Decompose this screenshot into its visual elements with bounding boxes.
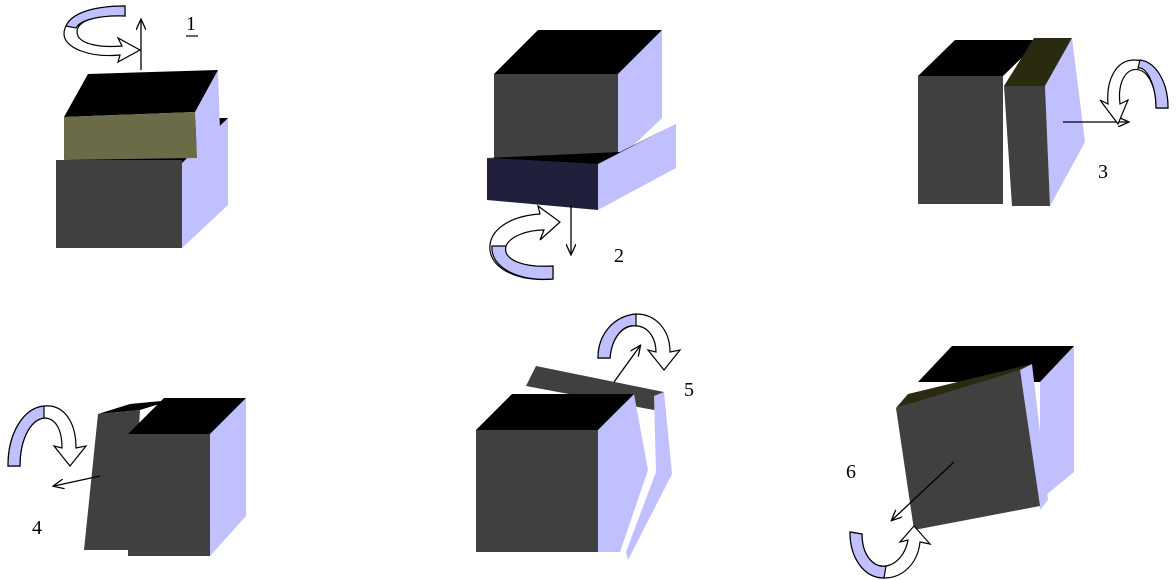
fig6-back-block-side — [1040, 346, 1074, 500]
fig4-block-side — [210, 398, 246, 556]
fig6-back-block-top — [918, 346, 1074, 382]
fig1-plate-front — [64, 112, 197, 160]
figure-label-1: 1 — [186, 13, 196, 35]
fig3-plate-front — [1004, 86, 1050, 206]
fig1-plate-side — [195, 70, 220, 160]
fig2-plate-side — [598, 124, 676, 210]
fig2-upper-block-top — [494, 30, 662, 74]
fig2-upper-block-side — [618, 30, 662, 160]
figure-label-3: 3 — [1098, 161, 1108, 183]
fig5-rotation-arrow-band — [597, 313, 637, 359]
fig3-plate-top — [1004, 38, 1072, 86]
fig3-left-block-front — [918, 76, 1003, 204]
figure-4: 4 — [7, 398, 246, 556]
figure-6: 6 — [846, 346, 1074, 579]
fig1-rotation-arrow-band — [65, 5, 126, 29]
fig6-plate-side — [1020, 364, 1048, 510]
figure-1: 1 — [56, 5, 228, 248]
fig6-plate-top — [896, 364, 1032, 408]
fig4-plate-top — [98, 400, 172, 414]
figure-label-2: 2 — [614, 245, 624, 267]
figure-3: 3 — [918, 38, 1169, 206]
fig5-plate-side — [626, 392, 672, 560]
figure-2: 2 — [487, 30, 676, 281]
fig6-rotation-arrow-band — [849, 531, 887, 579]
fig3-left-block-top — [918, 40, 1040, 76]
figure-5: 5 — [476, 313, 694, 560]
fig1-bottom-block-side — [182, 118, 228, 248]
fig5-translation-arrow — [613, 346, 640, 383]
figure-label-6: 6 — [846, 461, 856, 483]
figure-label-5: 5 — [684, 379, 694, 401]
fig1-plate-top — [64, 70, 218, 117]
fig2-plate-top — [487, 124, 676, 164]
fig2-plate-front — [487, 158, 598, 210]
fig6-plate-front — [896, 370, 1040, 530]
fig5-block-top — [476, 394, 634, 430]
fig1-bottom-block-front — [56, 160, 182, 248]
fig2-rotation-arrow-band — [491, 245, 554, 280]
fig4-plate-front — [84, 410, 140, 550]
fig6-translation-arrow — [892, 461, 955, 520]
fig5-block-side — [598, 394, 648, 552]
fig4-translation-arrow — [54, 475, 101, 486]
fig5-block-front — [476, 430, 598, 552]
fig4-block-front — [128, 434, 210, 556]
fig4-rotation-arrow-band — [7, 405, 45, 467]
fig4-block-top — [128, 398, 246, 434]
fig2-upper-block-front — [494, 74, 618, 164]
fig3-rotation-arrow-band — [1137, 59, 1169, 109]
figure-label-4: 4 — [32, 517, 42, 539]
